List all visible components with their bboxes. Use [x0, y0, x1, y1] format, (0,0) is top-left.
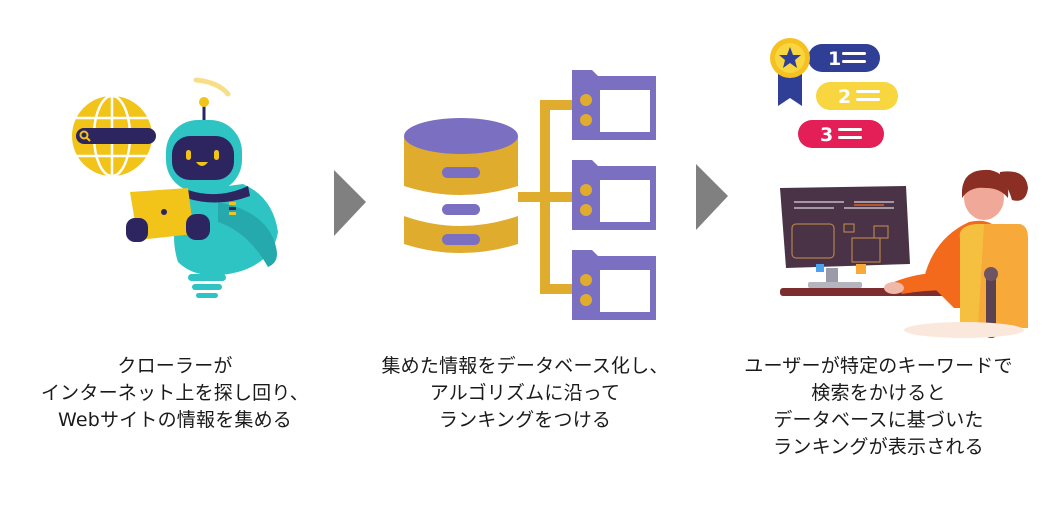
- svg-text:3: 3: [820, 124, 833, 146]
- step-search-caption: ユーザーが特定のキーワードで 検索をかけると データベースに基づいた ランキング…: [700, 353, 1057, 461]
- caption-line: Webサイトの情報を集める: [57, 409, 293, 431]
- ranking-list: 1 2 3: [798, 44, 898, 148]
- step-crawl-caption: クローラーが インターネット上を探し回り、 Webサイトの情報を集める: [0, 353, 350, 434]
- arrow-right-icon: [334, 170, 368, 236]
- chair-icon: [959, 224, 1028, 338]
- signal-icon: [193, 77, 231, 97]
- computer-monitor-icon: [780, 186, 910, 288]
- caption-line: 検索をかけると: [811, 382, 946, 404]
- svg-text:2: 2: [838, 86, 851, 108]
- medal-star-icon: [770, 38, 810, 106]
- folder-icon: [572, 160, 656, 230]
- search-bar-icon: [76, 128, 156, 144]
- connector-lines: [518, 100, 578, 294]
- caption-line: 集めた情報をデータベース化し、: [381, 355, 669, 377]
- caption-line: インターネット上を探し回り、: [40, 382, 310, 404]
- caption-line: ランキングをつける: [438, 409, 612, 431]
- folder-icon: [572, 250, 656, 320]
- caption-line: ユーザーが特定のキーワードで: [744, 355, 1013, 377]
- caption-line: ランキングが表示される: [773, 436, 984, 458]
- caption-line: クローラーが: [117, 355, 233, 377]
- caption-line: データベースに基づいた: [773, 409, 984, 431]
- step-index-illustration: [400, 64, 662, 326]
- step-search-illustration: 1 2 3: [764, 38, 1054, 338]
- caption-line: アルゴリズムに沿って: [429, 382, 621, 404]
- robot-icon: [126, 120, 278, 298]
- step-crawl-illustration: [68, 72, 288, 312]
- arrow-right-icon: [696, 164, 730, 230]
- folder-icon: [572, 70, 656, 140]
- database-icon: [404, 118, 518, 253]
- svg-text:1: 1: [828, 48, 841, 70]
- step-index-caption: 集めた情報をデータベース化し、 アルゴリズムに沿って ランキングをつける: [350, 353, 700, 434]
